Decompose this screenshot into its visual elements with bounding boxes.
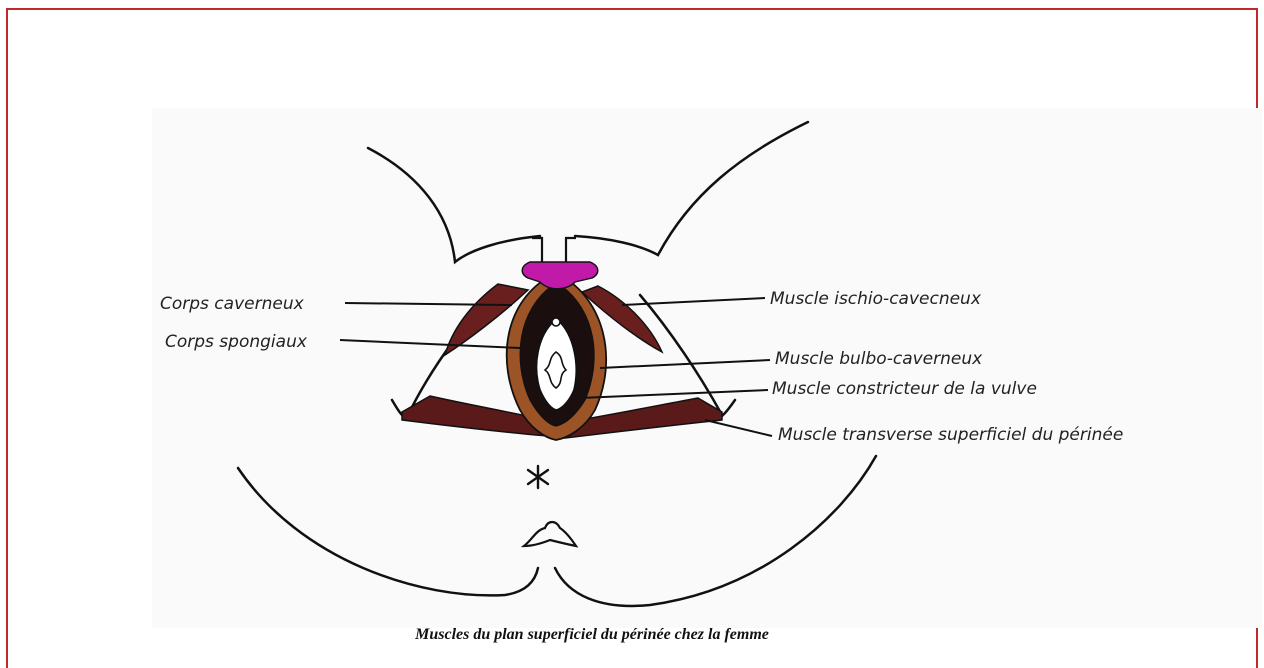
leader-bulbo-caverneux xyxy=(600,360,770,368)
label-ischio-caverneux: Muscle ischio-cavecneux xyxy=(770,289,982,309)
leader-corps-spongiaux xyxy=(340,340,520,348)
urethral-meatus xyxy=(552,318,560,326)
leader-constricteur xyxy=(580,390,768,398)
clitoral-suspensory-right xyxy=(566,238,576,262)
right-buttock-outline xyxy=(555,456,876,606)
anus-icon xyxy=(528,466,548,488)
figure-caption: Muscles du plan superficiel du périnée c… xyxy=(0,626,1264,644)
label-bulbo-caverneux: Muscle bulbo-caverneux xyxy=(775,349,983,369)
clitoral-suspensory-left xyxy=(532,238,542,262)
clitoris xyxy=(522,262,598,289)
right-thigh-outline xyxy=(575,122,808,255)
label-transverse-superficiel: Muscle transverse superficiel du périnée xyxy=(778,425,1123,445)
left-thigh-outline xyxy=(368,148,540,262)
right-lateral-line xyxy=(640,295,722,415)
left-buttock-outline xyxy=(238,468,538,595)
leader-transverse xyxy=(705,420,772,436)
label-corps-caverneux: Corps caverneux xyxy=(160,294,305,314)
label-corps-spongiaux: Corps spongiaux xyxy=(165,332,308,352)
coccyx-mark xyxy=(524,522,576,546)
label-constricteur-vulve: Muscle constricteur de la vulve xyxy=(772,379,1037,399)
